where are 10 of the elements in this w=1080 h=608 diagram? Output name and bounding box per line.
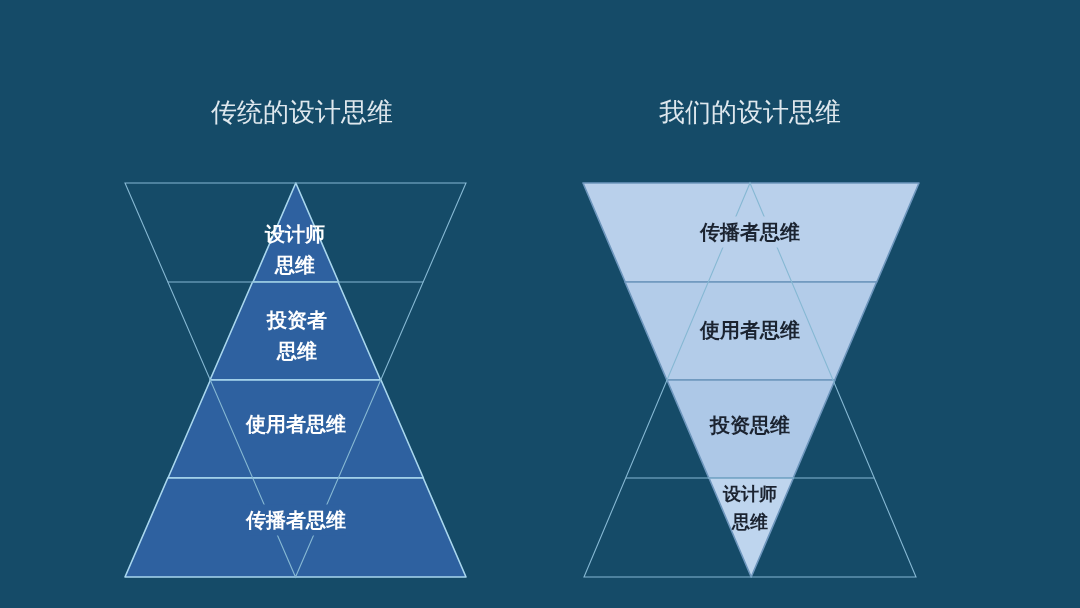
heading: 我们的设计思维 [659,96,841,129]
layer-label: 使用者思维 [246,410,346,438]
layer-label: 使用者思维 [700,316,800,344]
heading: 传统的设计思维 [211,96,393,129]
layer-label: 设计师思维 [264,221,327,279]
layer-label: 投资者思维 [266,307,328,365]
layer-label: 传播者思维 [700,216,800,248]
layer-label: 设计师思维 [722,482,778,534]
layer-label: 投资思维 [710,411,790,439]
layer-label: 传播者思维 [246,504,346,536]
